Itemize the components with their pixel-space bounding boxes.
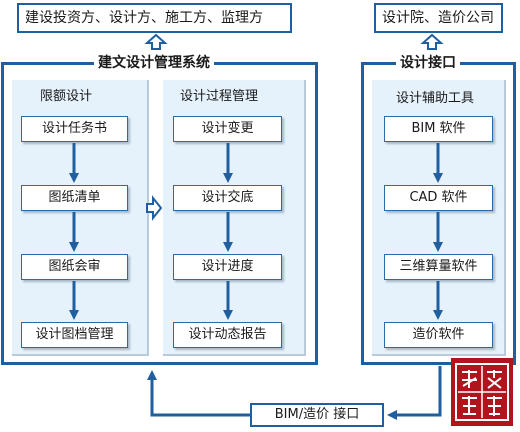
node-design-brief: 设计任务书 <box>21 116 128 142</box>
stakeholders-text: 建设投资方、设计方、施工方、监理方 <box>25 10 263 26</box>
stakeholders-box: 建设投资方、设计方、施工方、监理方 <box>17 3 292 33</box>
hollow-up-arrow-icon <box>144 33 168 50</box>
node-design-progress: 设计进度 <box>173 254 282 280</box>
node-cost-software: 造价软件 <box>384 322 493 348</box>
hollow-right-arrow-icon <box>146 195 163 221</box>
node-quantity-software: 三维算量软件 <box>384 254 493 280</box>
node-drawing-list: 图纸清单 <box>21 185 128 211</box>
process-management-title: 设计过程管理 <box>180 89 259 104</box>
node-cad-software: CAD 软件 <box>384 185 493 211</box>
node-design-change: 设计变更 <box>173 116 282 142</box>
quota-design-title: 限额设计 <box>40 89 93 104</box>
bim-cost-interface-text: BIM/造价 接口 <box>274 407 360 422</box>
loop-connector-left <box>147 370 250 417</box>
node-bim-software: BIM 软件 <box>384 116 493 142</box>
design-institute-text: 设计院、造价公司 <box>382 10 494 26</box>
design-institute-box: 设计院、造价公司 <box>374 3 503 33</box>
company-seal <box>451 358 513 426</box>
hollow-up-arrow-icon <box>420 33 444 50</box>
design-tools-title: 设计辅助工具 <box>396 91 475 106</box>
node-design-report: 设计动态报告 <box>173 322 282 348</box>
design-interface-title: 设计接口 <box>396 54 460 72</box>
node-drawing-review: 图纸会审 <box>21 254 128 280</box>
node-design-disclosure: 设计交底 <box>173 185 282 211</box>
loop-connector-right <box>387 366 442 420</box>
node-drawing-archive: 设计图档管理 <box>21 322 128 348</box>
bim-cost-interface-box: BIM/造价 接口 <box>250 403 384 427</box>
main-system-title: 建文设计管理系统 <box>94 54 214 72</box>
seal-logo-icon <box>451 358 513 426</box>
